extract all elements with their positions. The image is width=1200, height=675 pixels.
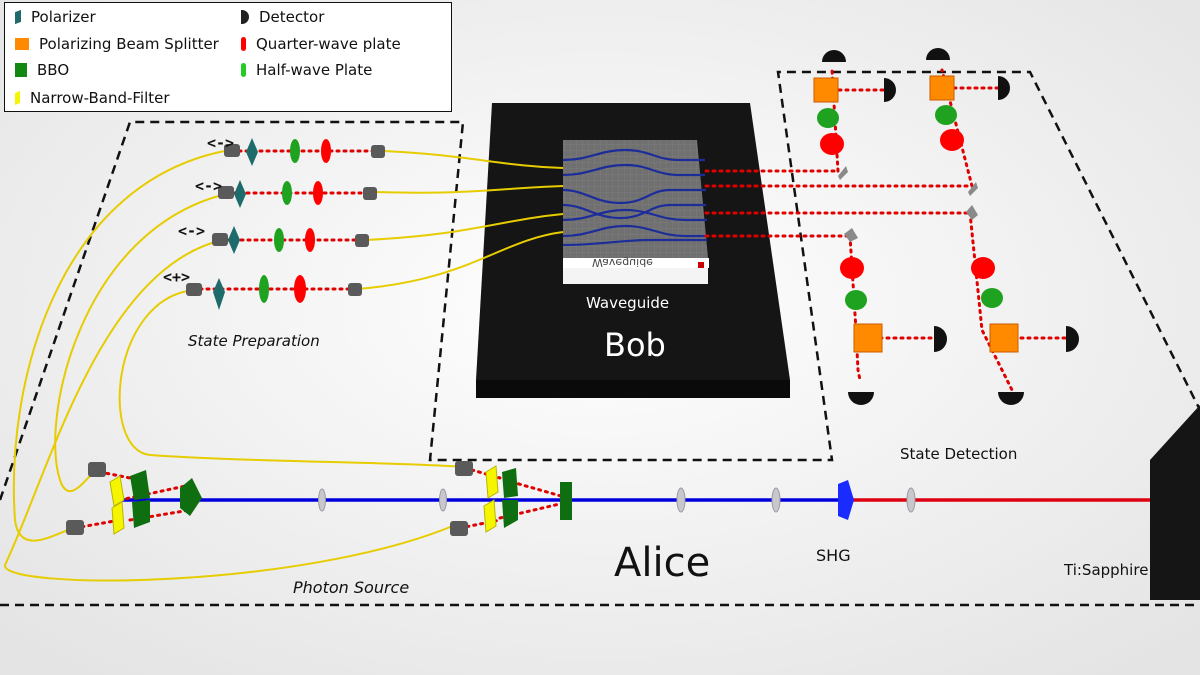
- detector-icon: [241, 10, 249, 24]
- legend-item-pbs: Polarizing Beam Splitter: [15, 35, 219, 53]
- polarizers: [213, 138, 258, 310]
- detectors: [822, 48, 1079, 405]
- polarizer-icon: [15, 9, 21, 25]
- waveguide-chip: [562, 140, 709, 284]
- mirrors: [838, 166, 978, 242]
- quarter-wave-plate-icon: [241, 37, 246, 51]
- state-label: <->: [195, 177, 223, 195]
- optical-fibers: [4, 149, 564, 582]
- shg-label: SHG: [816, 546, 851, 565]
- state-detection-label: State Detection: [900, 445, 1018, 463]
- ti-sapphire-label: Ti:Sapphire: [1064, 561, 1149, 579]
- bbo-crystals: [130, 468, 572, 528]
- photon-source-label: Photon Source: [293, 578, 410, 597]
- narrow-band-filter-icon: [15, 90, 20, 106]
- legend-item-half-wave-plate: Half-wave Plate: [241, 61, 372, 79]
- legend-item-bbo: BBO: [15, 61, 69, 79]
- lenses: [318, 487, 916, 513]
- state-preparation-label: State Preparation: [188, 332, 320, 350]
- narrow-band-filters: [109, 465, 499, 535]
- legend-item-polarizer: Polarizer: [15, 8, 96, 26]
- legend-item-detector: Detector: [241, 8, 324, 26]
- legend-label: Narrow-Band-Filter: [30, 89, 170, 107]
- shg-crystal: [838, 480, 854, 520]
- half-wave-plates: [259, 105, 1003, 310]
- bob-label: Bob: [604, 326, 666, 364]
- alice-label: Alice: [614, 540, 711, 586]
- state-label: <+>: [163, 268, 191, 286]
- ti-sapphire-laser: [1150, 405, 1200, 600]
- waveguide-reflection-label: Waveguide: [592, 256, 653, 269]
- pbs-icon: [15, 38, 29, 50]
- legend-label: Detector: [259, 8, 325, 26]
- waveguide-label: Waveguide: [586, 294, 670, 312]
- polarizing-beam-splitters: [813, 75, 1019, 353]
- legend-item-quarter-wave-plate: Quarter-wave plate: [241, 35, 401, 53]
- legend-label: Polarizing Beam Splitter: [39, 35, 219, 53]
- bbo-icon: [15, 63, 27, 77]
- legend-label: Half-wave Plate: [256, 61, 373, 79]
- legend-label: Quarter-wave plate: [256, 35, 401, 53]
- dashed-region-border: [0, 70, 1200, 501]
- legend-label: Polarizer: [31, 8, 96, 26]
- fiber-couplers: [66, 144, 473, 536]
- state-label: <->: [178, 222, 206, 240]
- legend-item-narrow-band-filter: Narrow-Band-Filter: [15, 89, 170, 107]
- state-label: <->: [207, 134, 235, 152]
- legend-label: BBO: [37, 61, 70, 79]
- legend: Polarizer Detector Polarizing Beam Split…: [4, 2, 452, 112]
- quarter-wave-plates: [294, 129, 995, 303]
- half-wave-plate-icon: [241, 63, 246, 77]
